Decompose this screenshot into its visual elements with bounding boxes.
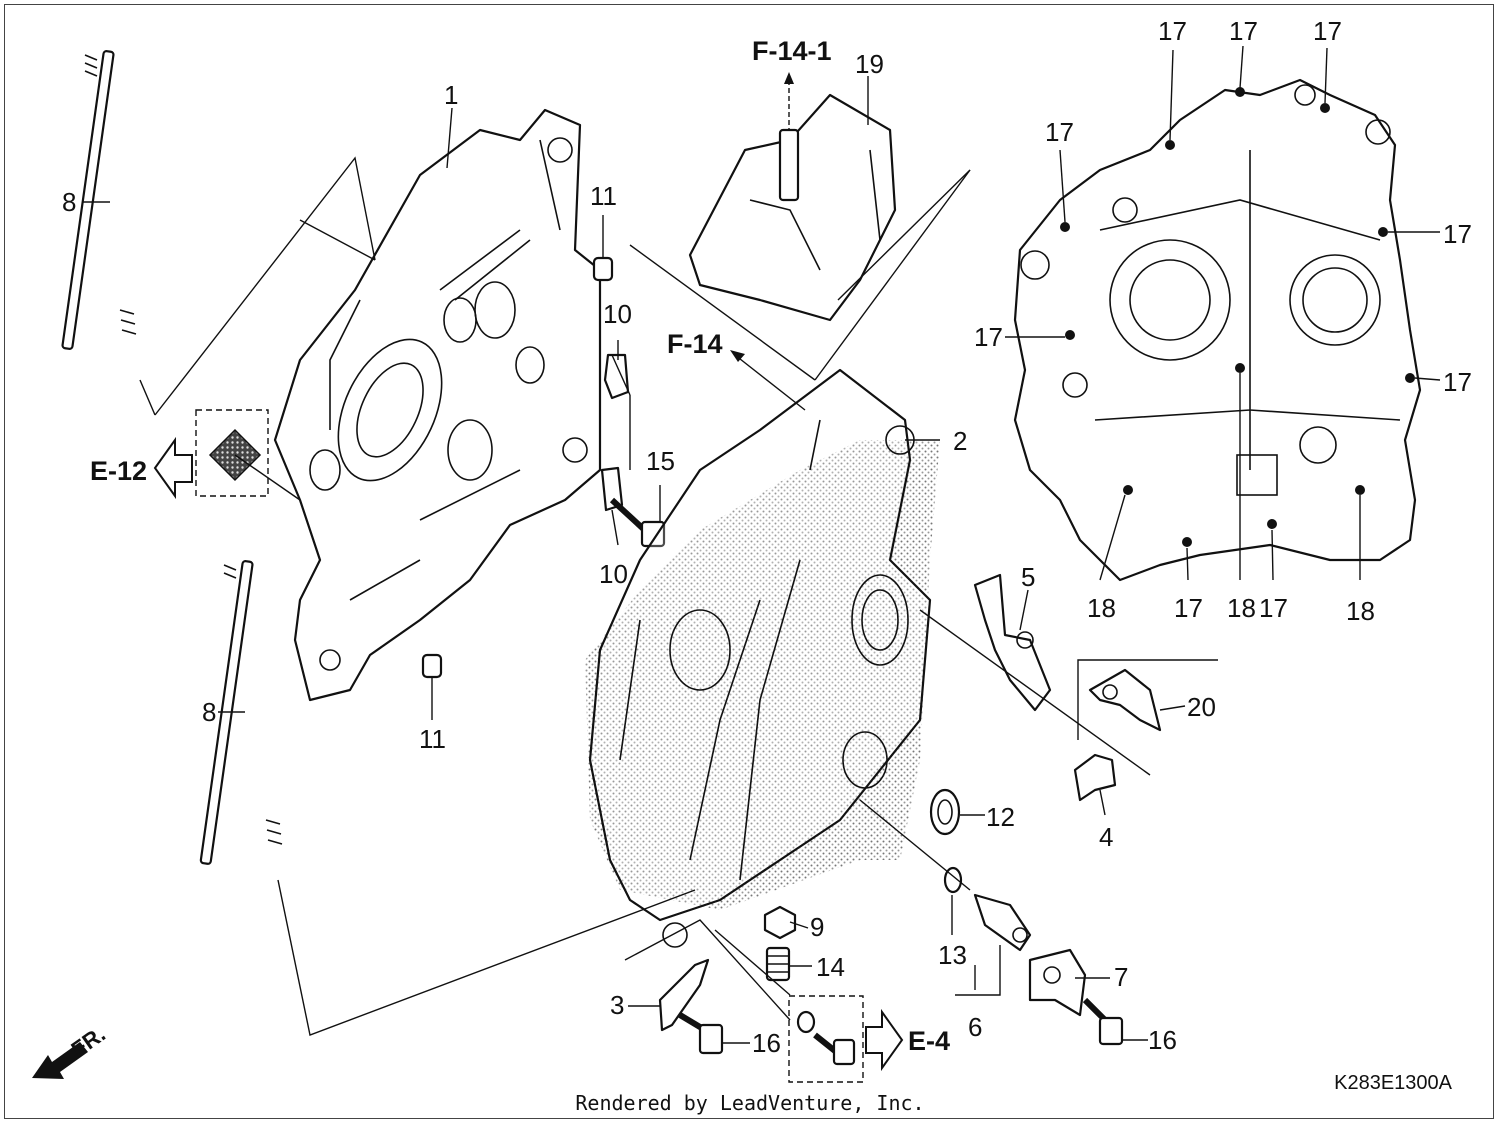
e12-arrow-icon[interactable]	[153, 436, 193, 500]
callout-18-b[interactable]: 18	[1227, 593, 1256, 623]
bolt-16-left[interactable]	[678, 1012, 724, 1055]
cover-plate-7[interactable]	[1028, 948, 1087, 1017]
ref-e4[interactable]: E-4	[908, 1026, 950, 1056]
callout-11-lower[interactable]: 11	[419, 724, 446, 754]
callout-16-right[interactable]: 16	[1148, 1025, 1177, 1055]
stud-bolt-upper[interactable]	[61, 50, 137, 350]
clamp-inset[interactable]	[1077, 659, 1218, 740]
callout-17-e[interactable]: 17	[1443, 219, 1472, 249]
f141-arrow-icon	[784, 72, 794, 84]
callout-8-upper[interactable]: 8	[62, 187, 76, 217]
diagram-border	[4, 4, 1494, 1119]
callout-12[interactable]: 12	[986, 802, 1015, 832]
bracket-5[interactable]	[973, 573, 1052, 712]
strainer-screen-box	[195, 409, 269, 497]
callout-2[interactable]: 2	[953, 426, 967, 456]
nut-9[interactable]	[763, 905, 797, 940]
callout-14[interactable]: 14	[816, 952, 845, 982]
callout-18-a[interactable]: 18	[1087, 593, 1116, 623]
callout-8-lower[interactable]: 8	[202, 697, 216, 727]
bolt-15[interactable]	[609, 497, 666, 548]
sealing-washer[interactable]	[943, 866, 963, 894]
switch-assembly-6[interactable]	[973, 893, 1032, 952]
callout-17-b[interactable]: 17	[1229, 16, 1258, 46]
callout-7[interactable]: 7	[1114, 962, 1128, 992]
assembly-lines	[139, 156, 1151, 1036]
drain-washer[interactable]	[796, 1010, 816, 1034]
callout-5[interactable]: 5	[1021, 562, 1035, 592]
drain-bolt[interactable]	[813, 1032, 856, 1066]
callout-1[interactable]: 1	[444, 80, 458, 110]
callout-13[interactable]: 13	[938, 940, 967, 970]
callout-16-left[interactable]: 16	[752, 1028, 781, 1058]
callout-15[interactable]: 15	[646, 446, 675, 476]
front-arrow-icon	[32, 1042, 88, 1079]
ref-e12[interactable]: E-12	[90, 456, 147, 486]
callout-19[interactable]: 19	[855, 49, 884, 79]
callout-17-d[interactable]: 17	[1045, 117, 1074, 147]
left-crankcase[interactable]	[273, 108, 602, 702]
callout-4[interactable]: 4	[1099, 822, 1113, 852]
callout-17-h[interactable]: 17	[1174, 593, 1203, 623]
f14-arrow-icon	[730, 350, 806, 411]
callout-10-lower[interactable]: 10	[599, 559, 628, 589]
ref-f14[interactable]: F-14	[667, 329, 723, 359]
sensor-inset[interactable]	[629, 80, 971, 381]
callout-20[interactable]: 20	[1187, 692, 1216, 722]
callout-17-c[interactable]: 17	[1313, 16, 1342, 46]
right-crankcase[interactable]	[585, 368, 940, 948]
clamp-4[interactable]	[1073, 753, 1117, 802]
crankcase-outline-view[interactable]	[1013, 78, 1422, 582]
gasket-upper[interactable]	[603, 353, 630, 400]
callout-18-c[interactable]: 18	[1346, 596, 1375, 626]
callout-17-a[interactable]: 17	[1158, 16, 1187, 46]
oil-seal[interactable]	[929, 788, 961, 836]
e4-arrow-icon[interactable]	[865, 1008, 904, 1072]
bolt-16-right[interactable]	[1082, 997, 1124, 1046]
callout-17-g[interactable]: 17	[1443, 367, 1472, 397]
ref-f141[interactable]: F-14-1	[752, 36, 832, 66]
callout-3[interactable]: 3	[610, 990, 624, 1020]
dowel-pin-lower[interactable]	[421, 653, 443, 679]
callout-10-upper[interactable]: 10	[603, 299, 632, 329]
callout-17-i[interactable]: 17	[1259, 593, 1288, 623]
dowel-pin-upper[interactable]	[592, 256, 614, 282]
callout-6[interactable]: 6	[968, 1012, 982, 1042]
drawing-code: K283E1300A	[1334, 1072, 1452, 1094]
spring-14[interactable]	[765, 946, 791, 982]
callout-11-upper[interactable]: 11	[590, 181, 617, 211]
callout-17-f[interactable]: 17	[974, 322, 1003, 352]
gasket-lower[interactable]	[600, 466, 624, 512]
setting-plate-3[interactable]	[658, 958, 710, 1032]
credit-line: Rendered by LeadVenture, Inc.	[575, 1091, 925, 1115]
callout-9[interactable]: 9	[810, 912, 824, 942]
leader-lines	[82, 45, 1441, 1044]
